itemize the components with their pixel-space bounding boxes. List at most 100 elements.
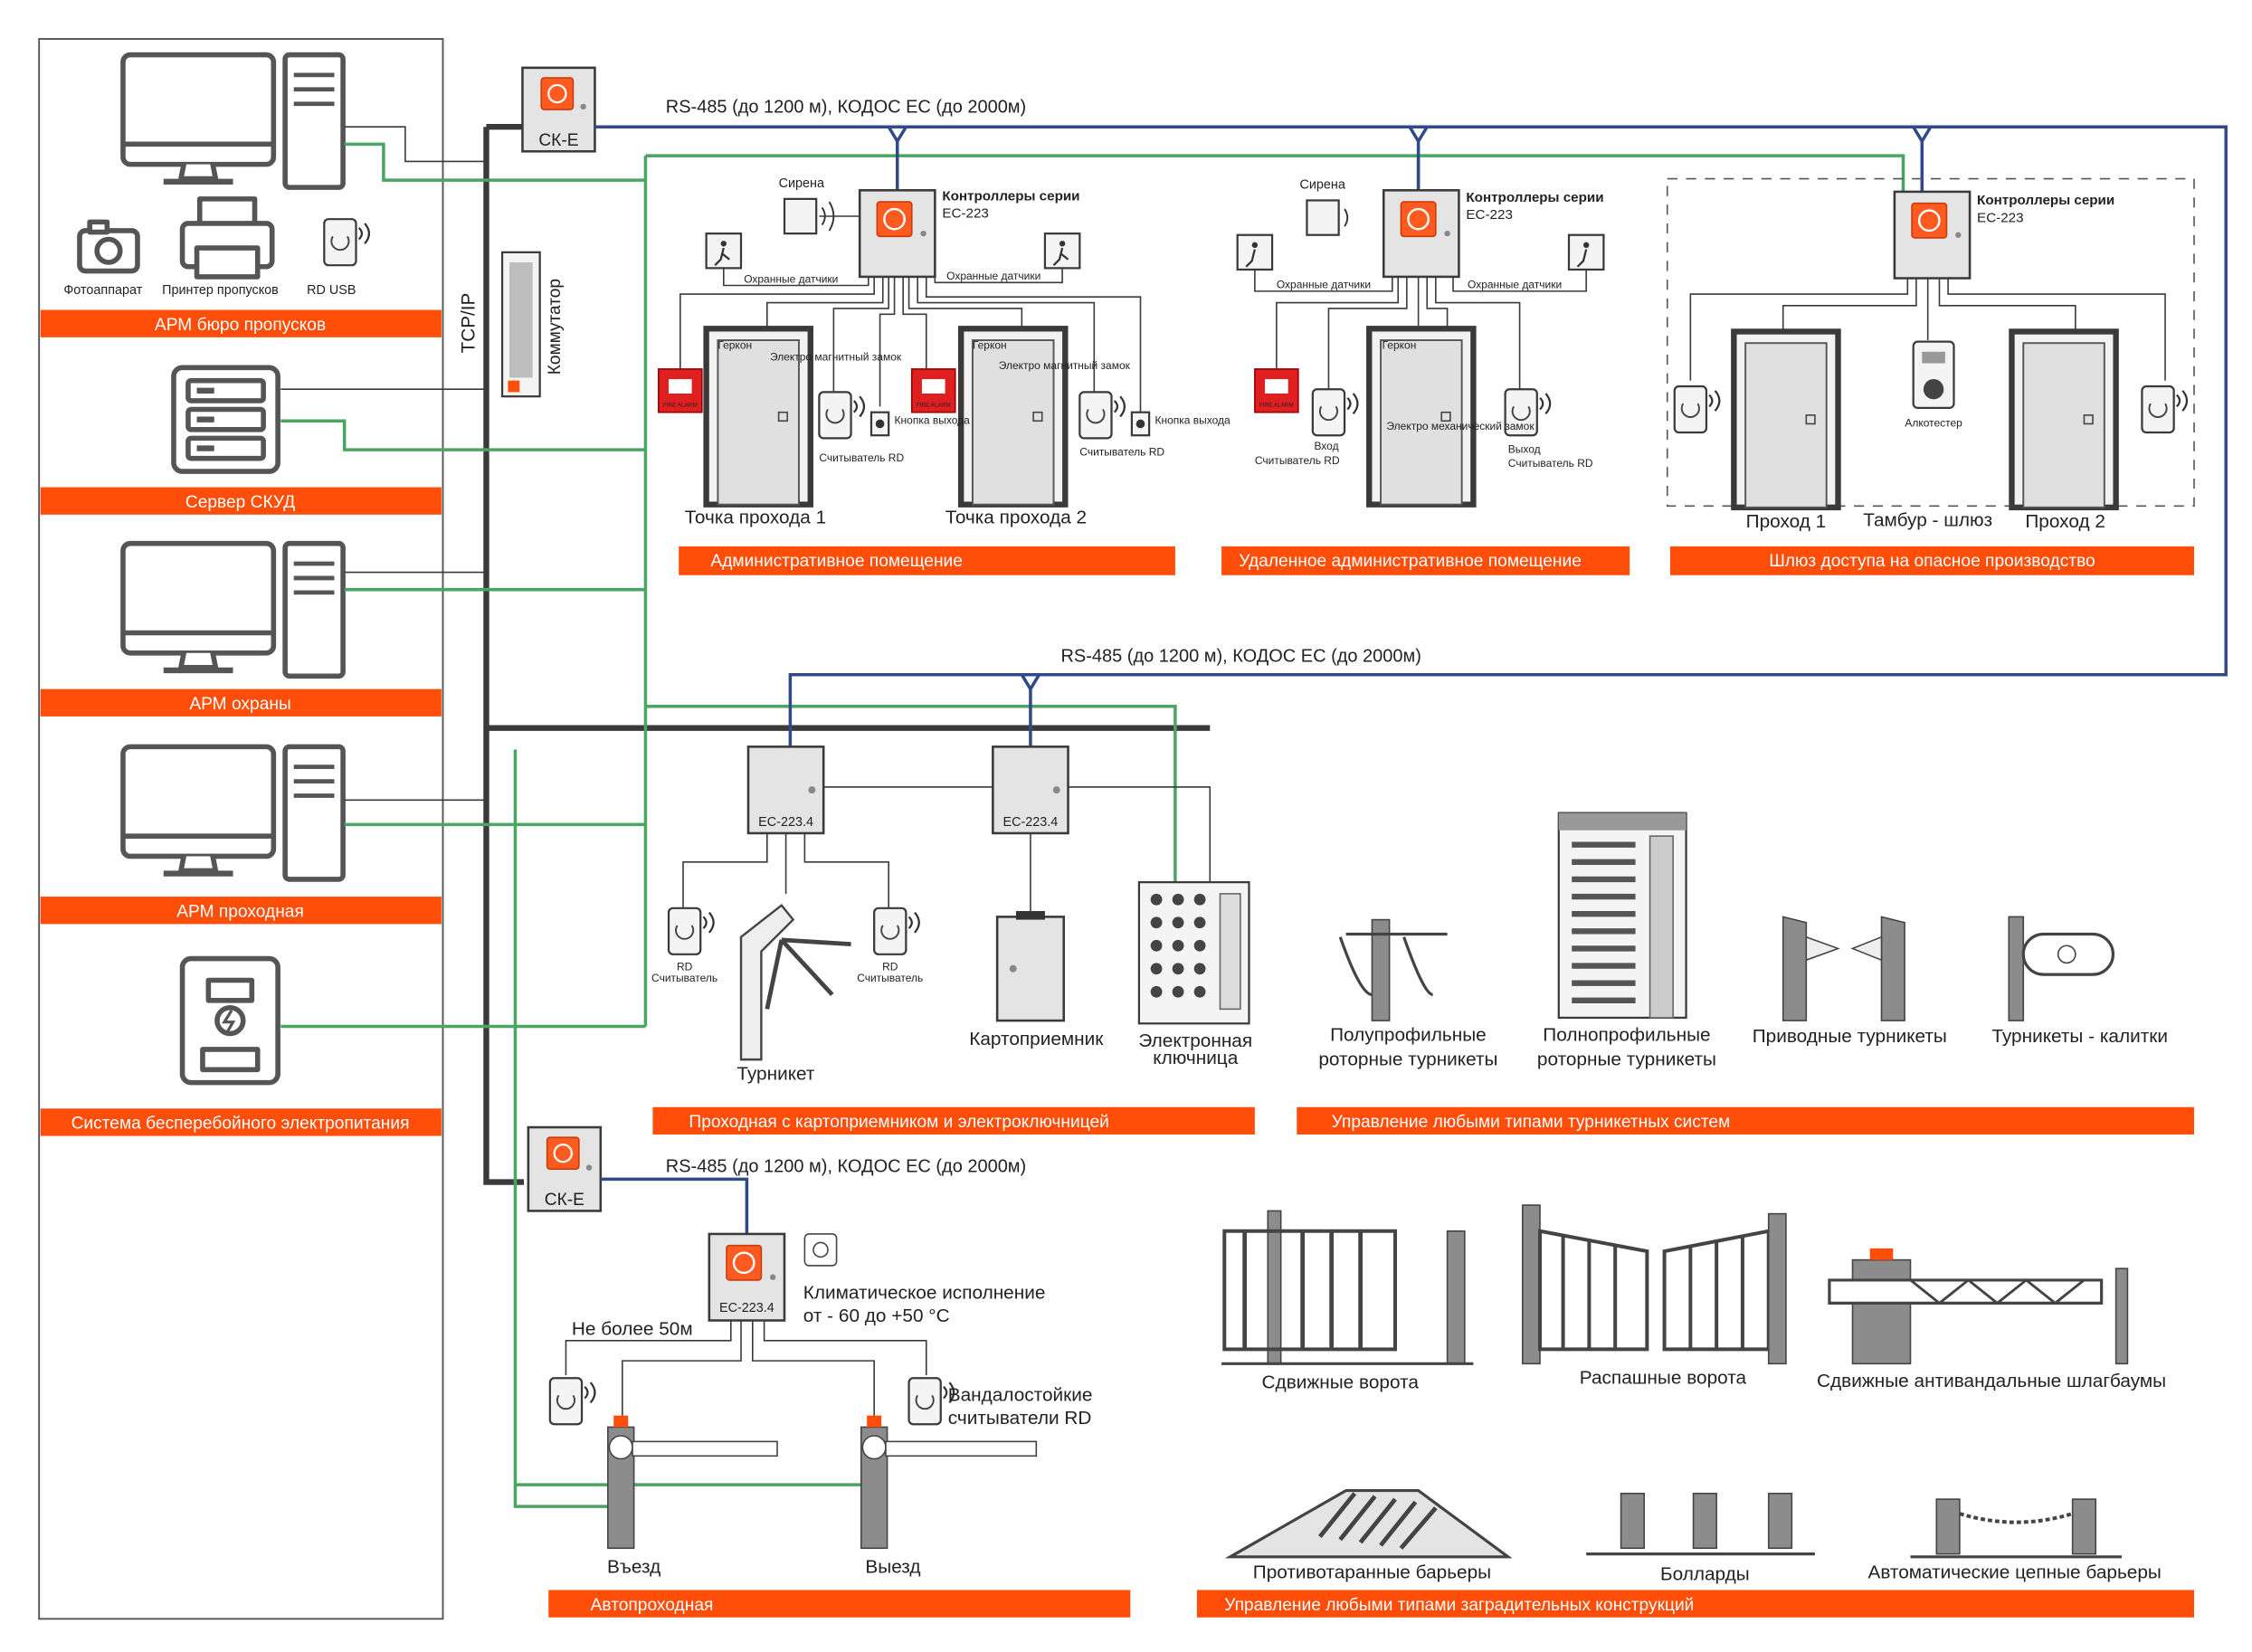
alcotester-label: Алкотестер [1905,417,1962,430]
motion-sensor-icon [1043,233,1081,270]
sliding-gate-icon [1221,1210,1474,1365]
wicket-turnstile-icon [2008,916,2115,1021]
tambour-label: Тамбур - шлюз [1863,510,1992,531]
gerkon-label: Геркон [973,339,1007,352]
sluice-title: Шлюз доступа на опасное производство [1769,552,2095,571]
magnetic-lock-label: Электро магнитный замок [999,359,1131,372]
camera-label: Фотоаппарат [63,283,142,298]
admin-ec223-label: EC-223 [942,206,988,222]
exit-button-icon [1130,411,1151,437]
rd-label: RD [677,960,693,973]
remote-ec223-label: EC-223 [1466,207,1512,223]
rs485-top-bus [594,125,2228,750]
barriers-title: Управление любыми типами заградительных … [1224,1596,1694,1615]
bollards-icon [1586,1492,1815,1556]
rs485-bottom-bus [600,1177,749,1234]
driven-turnstile-label: Приводные турникеты [1753,1026,1947,1047]
sk-e-bottom [527,1125,603,1212]
pass-2-label: Проход 2 [2025,511,2105,532]
gerkon-label: Геркон [717,339,752,352]
exit-button-label: Кнопка выхода [895,413,971,426]
card-collector-label: Картоприемник [969,1029,1104,1049]
bus-bottom-label: RS-485 (до 1200 м), КОДОС ЕС (до 2000м) [666,1156,1026,1176]
rd-reader-icon [818,391,866,440]
swing-gate-label: Распашные ворота [1580,1368,1747,1389]
remote-controllers-label: Контроллеры серии [1466,190,1603,205]
rd-reader-label: Считыватель RD [1508,457,1593,470]
admin-siren-label: Сирена [779,176,824,191]
section-bar-server [40,487,442,515]
exit-button-label: Кнопка выхода [1155,413,1231,426]
sk-e-top [521,66,596,153]
anti-ram-barrier-icon [1224,1488,1513,1559]
checkpoint-title: Проходная с картоприемником и электроклю… [689,1113,1108,1132]
section-checkpoint: АРМ проходная [176,902,304,921]
fire-alarm-icon: FIRE ALARM [910,368,956,413]
section-bar-ups [40,1108,442,1136]
remote-sensors-left: Охранные датчики [1277,279,1371,291]
vandal-reader-icon [907,1377,955,1426]
auto-title-bar [548,1590,1131,1618]
sluice-title-bar [1669,546,2195,575]
key-box-label-1: Электронная [1138,1030,1252,1051]
chain-barrier-label: Автоматические цепные барьеры [1867,1562,2161,1583]
sk-e-top-label: СК-Е [538,131,578,150]
section-ups: Система бесперебойного электропитания [71,1115,410,1134]
section-bar-checkpoint [40,897,442,925]
section-security: АРМ охраны [189,695,290,714]
remote-siren-label: Сирена [1299,178,1345,193]
pass-1-label: Проход 1 [1746,511,1827,532]
rd-reader-icon [2141,385,2189,434]
bollards-label: Болларды [1660,1563,1750,1584]
full-profile-label-2: роторные турникеты [1537,1049,1716,1070]
svg-text:FIRE ALARM: FIRE ALARM [663,402,698,408]
door-point-2 [961,328,1065,504]
siren-icon [1306,199,1349,236]
switch-label: Коммутатор [546,279,565,375]
chain-barrier-icon [1910,1498,2123,1559]
remote-door [1369,328,1473,504]
key-box-label-2: ключница [1153,1048,1238,1068]
point-1-label: Точка прохода 1 [685,507,826,527]
half-profile-label-1: Полупрофильные [1330,1024,1487,1045]
tcp-ip-trunk [483,127,525,1185]
fire-alarm-icon: FIRE ALARM [1254,368,1299,413]
sluice-controllers-label: Контроллеры серии [1977,193,2114,208]
section-bar-pass-office [40,309,442,337]
anti-vandal-barrier-icon [1828,1248,2129,1365]
ups-icon [179,955,280,1086]
card-collector-icon [995,911,1065,1022]
rd-reader-icon [1078,391,1126,440]
point-2-label: Точка прохода 2 [945,507,1087,527]
remote-controller [1382,189,1460,279]
admin-title-bar [679,546,1175,575]
tripod-turnstile-icon [739,903,851,1061]
vandal-label-2: считыватели RD [948,1408,1092,1429]
camera-icon [77,219,140,274]
admin-controllers-label: Контроллеры серии [942,189,1079,204]
vandal-reader-icon [548,1377,596,1426]
rd-usb-label: RD USB [307,283,356,298]
sluice-door-2 [2011,331,2115,507]
section-server: Сервер СКУД [185,493,295,512]
rd-reader-icon [873,907,920,955]
wicket-turnstile-label: Турникеты - калитки [1991,1026,2168,1047]
admin-title: Административное помещение [710,552,963,571]
server-icon [171,365,280,474]
ec2234-label-3: EC-223.4 [719,1301,774,1315]
exit-barrier-icon [860,1415,1038,1550]
tcp-ip-label: TCP/IP [459,293,480,354]
climate-label-2: от - 60 до +50 °С [803,1305,950,1326]
vandal-label-1: Вандалостойкие [948,1385,1093,1406]
rd-reader-label: Считыватель RD [1079,446,1164,459]
checkpoint-title-bar [652,1106,1255,1135]
fire-alarm-icon: FIRE ALARM [658,368,703,413]
motion-sensor-icon [1236,233,1274,271]
bus-middle-label: RS-485 (до 1200 м), КОДОС ЕС (до 2000м) [1061,646,1421,666]
full-profile-turnstile-icon [1557,812,1687,1020]
alcotester-icon [1912,340,1955,410]
svg-text:FIRE ALARM: FIRE ALARM [917,402,951,408]
rd-reader-icon [1673,385,1721,434]
rd-reader-label: Считыватель RD [819,451,904,464]
half-profile-label-2: роторные турникеты [1318,1049,1497,1070]
